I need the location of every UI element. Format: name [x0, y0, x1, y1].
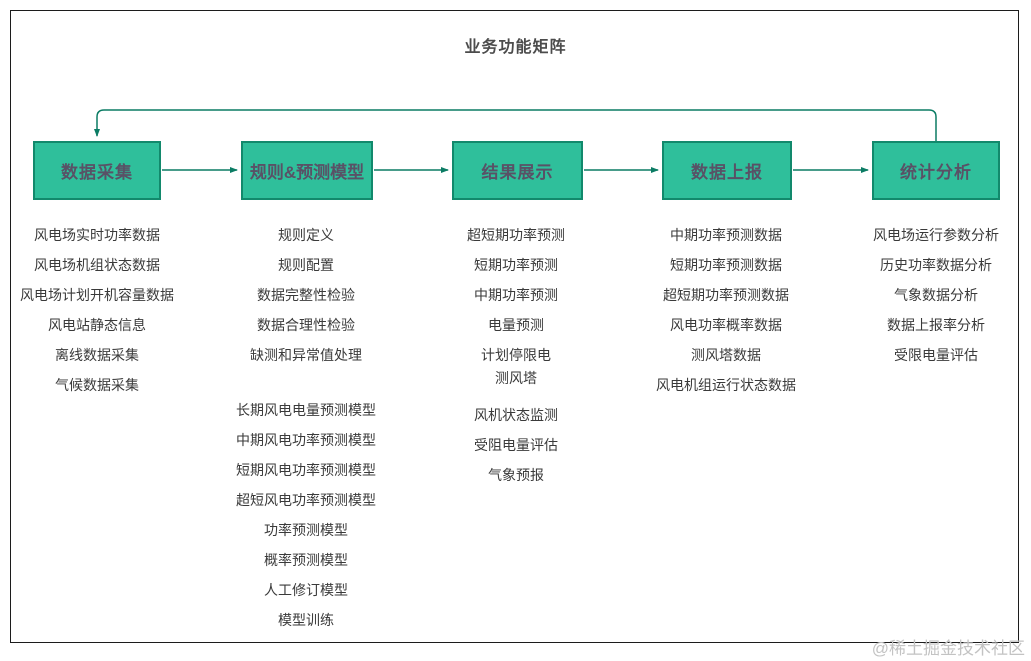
list-item: 规则定义 — [278, 227, 334, 243]
stage-box-rules-prediction-models: 规则&预测模型 — [241, 141, 373, 200]
column-data-reporting-items: 中期功率预测数据短期功率预测数据超短期功率预测数据风电功率概率数据测风塔数据风电… — [621, 220, 831, 400]
stage-label: 数据上报 — [691, 163, 763, 182]
list-item: 功率预测模型 — [264, 522, 348, 538]
list-item: 气候数据采集 — [55, 377, 139, 393]
list-item: 风电场运行参数分析 — [873, 227, 999, 243]
column-statistical-analysis-items: 风电场运行参数分析历史功率数据分析气象数据分析数据上报率分析受限电量评估 — [831, 220, 1031, 370]
list-item: 电量预测 — [488, 317, 544, 333]
list-item: 模型训练 — [278, 612, 334, 628]
list-item: 受限电量评估 — [894, 347, 978, 363]
list-item: 短期功率预测数据 — [670, 257, 782, 273]
list-item: 气象数据分析 — [894, 287, 978, 303]
list-item: 受阻电量评估 — [474, 437, 558, 453]
list-item: 风电场实时功率数据 — [34, 227, 160, 243]
list-item: 计划停限电 — [481, 347, 551, 363]
list-item: 超短期功率预测 — [467, 227, 565, 243]
stage-box-statistical-analysis: 统计分析 — [872, 141, 1000, 200]
list-item: 历史功率数据分析 — [880, 257, 992, 273]
stage-label: 结果展示 — [481, 163, 554, 182]
watermark: @稀土掘金技术社区 — [871, 639, 1025, 658]
list-item: 风电站静态信息 — [48, 317, 146, 333]
list-item: 人工修订模型 — [264, 582, 348, 598]
list-item: 风机状态监测 — [474, 407, 558, 423]
stage-box-data-collection: 数据采集 — [33, 141, 161, 200]
feedback-arrow — [94, 109, 937, 141]
column-data-collection-items: 风电场实时功率数据风电场机组状态数据风电场计划开机容量数据风电站静态信息离线数据… — [0, 220, 202, 400]
list-item: 风电功率概率数据 — [670, 317, 782, 333]
list-item: 中期功率预测 — [474, 287, 558, 303]
list-item: 数据完整性检验 — [257, 287, 355, 303]
list-item: 风电场计划开机容量数据 — [20, 287, 174, 303]
column-result-display-items: 超短期功率预测短期功率预测中期功率预测电量预测计划停限电测风塔风机状态监测受阻电… — [411, 220, 621, 490]
stage-label: 规则&预测模型 — [249, 163, 365, 182]
diagram-title: 业务功能矩阵 — [464, 39, 567, 56]
list-item: 超短期功率预测数据 — [663, 287, 789, 303]
list-item: 超短风电功率预测模型 — [236, 492, 376, 508]
list-item: 离线数据采集 — [55, 347, 139, 363]
list-item: 数据上报率分析 — [887, 317, 985, 333]
list-item: 气象预报 — [488, 467, 544, 483]
list-item: 中期风电功率预测模型 — [236, 432, 376, 448]
stage-label: 数据采集 — [61, 163, 133, 182]
list-item: 中期功率预测数据 — [670, 227, 782, 243]
column-rules-prediction-models-items: 规则定义规则配置数据完整性检验数据合理性检验缺测和异常值处理长期风电电量预测模型… — [201, 220, 411, 635]
stage-box-data-reporting: 数据上报 — [662, 141, 792, 200]
list-item: 风电场机组状态数据 — [34, 257, 160, 273]
list-item: 测风塔 — [495, 370, 537, 386]
list-item: 数据合理性检验 — [257, 317, 355, 333]
list-item: 短期风电功率预测模型 — [236, 462, 376, 478]
list-item: 规则配置 — [278, 257, 334, 273]
list-item: 长期风电电量预测模型 — [236, 402, 376, 418]
stage-box-result-display: 结果展示 — [452, 141, 583, 200]
list-item: 短期功率预测 — [474, 257, 558, 273]
stage-label: 统计分析 — [900, 163, 972, 182]
list-item: 概率预测模型 — [264, 552, 348, 568]
list-item: 测风塔数据 — [691, 347, 761, 363]
list-item: 缺测和异常值处理 — [250, 347, 362, 363]
list-item: 风电机组运行状态数据 — [656, 377, 796, 393]
